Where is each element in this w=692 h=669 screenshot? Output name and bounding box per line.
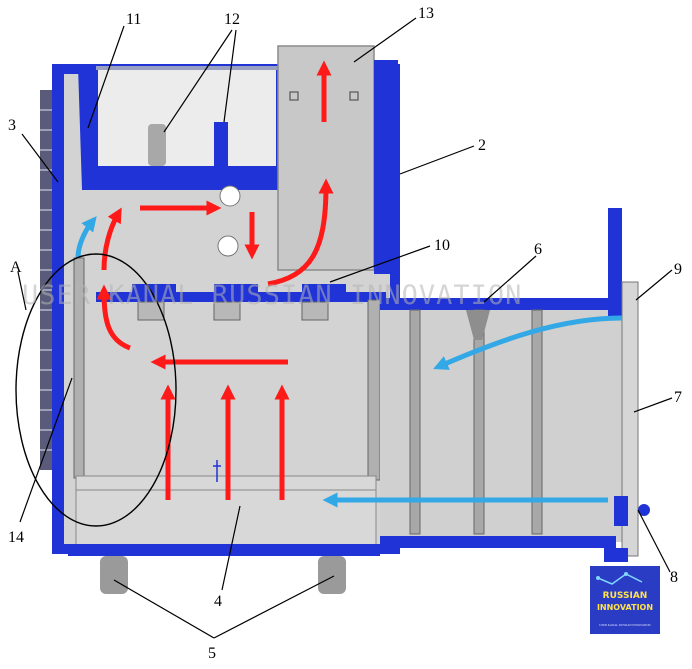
label-6: 6 xyxy=(534,241,542,258)
cold-air-flow xyxy=(75,216,623,508)
label-11: 11 xyxy=(126,11,141,28)
label-13: 13 xyxy=(418,5,434,22)
badge-line-2: INNOVATION xyxy=(597,603,653,612)
label-2: 2 xyxy=(478,137,486,154)
label-3: 3 xyxy=(8,117,16,134)
leader-lines xyxy=(17,17,673,639)
label-12: 12 xyxy=(224,11,240,28)
label-9: 9 xyxy=(674,261,682,278)
label-8: 8 xyxy=(670,569,678,586)
label-a: A xyxy=(10,259,22,276)
label-10: 10 xyxy=(434,237,450,254)
watermark-text: USER KANAL RUSSIAN INNOVATION xyxy=(22,280,522,311)
label-5: 5 xyxy=(208,645,216,662)
hot-gas-flow xyxy=(96,60,334,500)
badge-line-1: RUSSIAN xyxy=(603,591,648,601)
side-fins xyxy=(40,90,54,470)
badge-line-3: USER KANAL RUSSIAN INNOVATION xyxy=(599,623,651,627)
channel-badge: RUSSIAN INNOVATION USER KANAL RUSSIAN IN… xyxy=(590,566,660,634)
part-labels: 11 12 13 3 2 10 6 A 9 7 14 8 4 5 xyxy=(8,5,682,662)
detail-a-ellipse xyxy=(15,253,177,527)
small-indicator xyxy=(213,460,221,482)
label-7: 7 xyxy=(674,389,682,406)
label-4: 4 xyxy=(214,593,222,610)
fuel-tunnel xyxy=(380,208,650,562)
label-14: 14 xyxy=(8,529,24,546)
